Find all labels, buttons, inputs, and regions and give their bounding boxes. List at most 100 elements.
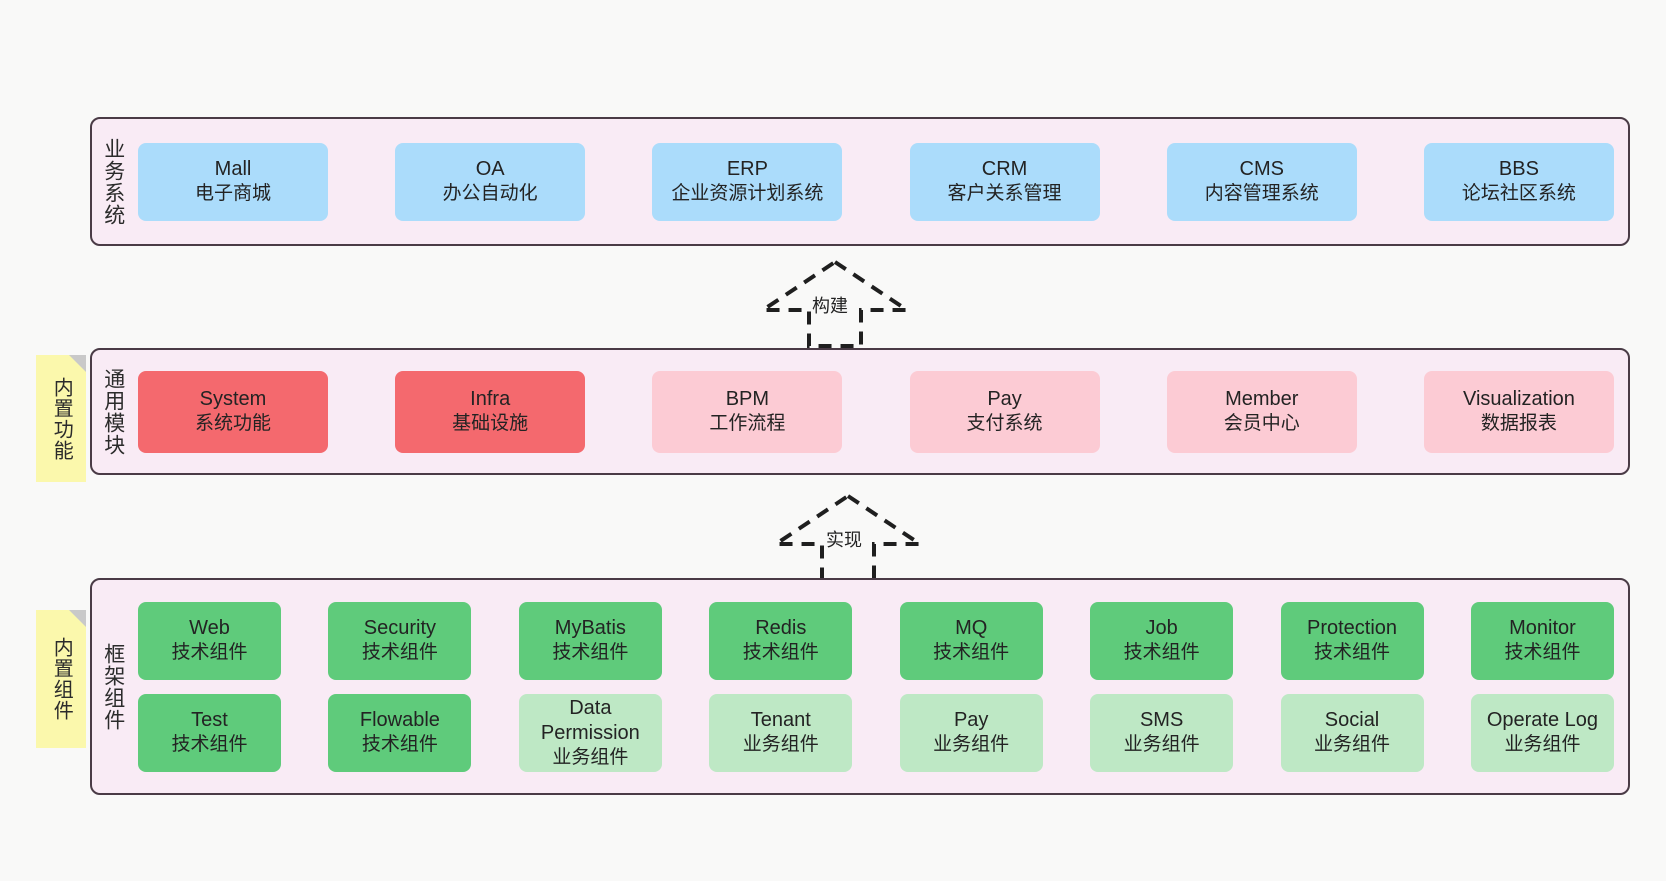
card-subtitle: 企业资源计划系统 — [671, 183, 824, 205]
card-subtitle: 数据报表 — [1480, 413, 1557, 435]
card-title: Tenant — [750, 709, 811, 732]
card-subtitle: 技术组件 — [1504, 642, 1581, 664]
card-subtitle: 工作流程 — [709, 413, 786, 435]
card-title: Visualization — [1462, 388, 1575, 411]
card-title: Infra — [470, 388, 511, 411]
card-row: System 系统功能 Infra 基础设施 BPM 工作流程 Pay 支付系统… — [138, 370, 1614, 453]
card-title: BPM — [725, 388, 770, 411]
card-subtitle: 论坛社区系统 — [1461, 183, 1576, 205]
layer-body-business-system: Mall 电子商城 OA 办公自动化 ERP 企业资源计划系统 CRM 客户关系… — [134, 119, 1628, 244]
card-subtitle: 技术组件 — [933, 642, 1010, 664]
layer-body-common-modules: System 系统功能 Infra 基础设施 BPM 工作流程 Pay 支付系统… — [134, 350, 1628, 473]
connector-implement-label: 实现 — [826, 530, 862, 550]
card-title: Member — [1225, 388, 1299, 411]
card-title: Web — [189, 617, 230, 640]
card-subtitle: 客户关系管理 — [947, 183, 1062, 205]
card-subtitle: 会员中心 — [1223, 413, 1300, 435]
card-row: Web 技术组件 Security 技术组件 MyBatis 技术组件 Redi… — [138, 601, 1614, 680]
card-title: System — [199, 388, 267, 411]
card-title: Monitor — [1509, 617, 1576, 640]
layer-common-modules: 通用模块 System 系统功能 Infra 基础设施 BPM 工作流程 Pay… — [90, 348, 1630, 475]
card-mall[interactable]: Mall 电子商城 — [138, 142, 328, 221]
card-test[interactable]: Test 技术组件 — [138, 693, 281, 772]
card-subtitle: 电子商城 — [194, 183, 271, 205]
card-subtitle: 技术组件 — [171, 642, 248, 664]
card-title: Test — [191, 709, 228, 732]
connector-build-label: 构建 — [812, 296, 848, 316]
card-system[interactable]: System 系统功能 — [138, 370, 328, 453]
layer-title-business-system: 业务系统 — [101, 137, 125, 226]
card-web[interactable]: Web 技术组件 — [138, 601, 281, 680]
card-title: SMS — [1139, 709, 1184, 732]
card-subtitle: 技术组件 — [171, 734, 248, 756]
layer-title-common-modules: 通用模块 — [101, 367, 125, 456]
card-bpm[interactable]: BPM 工作流程 — [652, 370, 843, 453]
card-title: ERP — [726, 158, 768, 181]
card-title: MQ — [955, 617, 988, 640]
card-title: Pay — [953, 709, 989, 732]
card-oa[interactable]: OA 办公自动化 — [395, 142, 586, 221]
card-member[interactable]: Member 会员中心 — [1166, 370, 1357, 453]
note-builtin-component: 内置组件 — [36, 610, 86, 748]
card-subtitle: 技术组件 — [361, 642, 438, 664]
layer-business-system: 业务系统 Mall 电子商城 OA 办公自动化 ERP 企业资源计划系统 CRM… — [90, 117, 1630, 246]
card-subtitle: 业务组件 — [1504, 734, 1581, 756]
card-infra[interactable]: Infra 基础设施 — [395, 370, 586, 453]
card-subtitle: 基础设施 — [452, 413, 529, 435]
layer-framework-components: 框架组件 Web 技术组件 Security 技术组件 MyBatis 技术组件… — [90, 578, 1630, 795]
layer-body-framework-components: Web 技术组件 Security 技术组件 MyBatis 技术组件 Redi… — [134, 580, 1628, 793]
card-tenant[interactable]: Tenant 业务组件 — [709, 693, 853, 772]
card-subtitle: 业务组件 — [742, 734, 819, 756]
card-title: CRM — [981, 158, 1028, 181]
card-title: Data Permission — [540, 696, 640, 744]
card-subtitle: 办公自动化 — [442, 183, 538, 205]
card-redis[interactable]: Redis 技术组件 — [709, 601, 853, 680]
card-row: Test 技术组件 Flowable 技术组件 Data Permission … — [138, 693, 1614, 772]
card-flowable[interactable]: Flowable 技术组件 — [328, 693, 472, 772]
card-subtitle: 技术组件 — [1123, 642, 1200, 664]
card-job[interactable]: Job 技术组件 — [1090, 601, 1234, 680]
card-subtitle: 技术组件 — [552, 642, 629, 664]
card-mybatis[interactable]: MyBatis 技术组件 — [518, 601, 662, 680]
card-title: Mall — [214, 158, 252, 181]
card-title: Operate Log — [1486, 709, 1599, 732]
card-bbs[interactable]: BBS 论坛社区系统 — [1423, 142, 1614, 221]
card-title: Social — [1324, 709, 1380, 732]
card-title: Protection — [1307, 617, 1398, 640]
card-social[interactable]: Social 业务组件 — [1280, 693, 1424, 772]
card-subtitle: 业务组件 — [1314, 734, 1391, 756]
card-sms[interactable]: SMS 业务组件 — [1090, 693, 1234, 772]
card-monitor[interactable]: Monitor 技术组件 — [1470, 601, 1614, 680]
card-title: Pay — [987, 388, 1022, 411]
card-security[interactable]: Security 技术组件 — [328, 601, 472, 680]
card-subtitle: 业务组件 — [933, 734, 1010, 756]
card-erp[interactable]: ERP 企业资源计划系统 — [652, 142, 843, 221]
card-title: MyBatis — [554, 617, 626, 640]
card-row: Mall 电子商城 OA 办公自动化 ERP 企业资源计划系统 CRM 客户关系… — [138, 142, 1614, 221]
card-title: CMS — [1239, 158, 1284, 181]
card-subtitle: 内容管理系统 — [1204, 183, 1319, 205]
card-title: OA — [475, 158, 505, 181]
card-subtitle: 业务组件 — [552, 746, 629, 768]
card-operate-log[interactable]: Operate Log 业务组件 — [1470, 693, 1614, 772]
card-pay[interactable]: Pay 支付系统 — [909, 370, 1100, 453]
card-visualization[interactable]: Visualization 数据报表 — [1423, 370, 1614, 453]
card-cms[interactable]: CMS 内容管理系统 — [1166, 142, 1357, 221]
card-title: Job — [1145, 617, 1178, 640]
card-title: Flowable — [359, 709, 440, 732]
card-title: BBS — [1498, 158, 1539, 181]
card-subtitle: 支付系统 — [966, 413, 1043, 435]
layer-title-framework-components: 框架组件 — [101, 642, 125, 731]
card-title: Security — [363, 617, 437, 640]
card-subtitle: 技术组件 — [742, 642, 819, 664]
card-protection[interactable]: Protection 技术组件 — [1280, 601, 1424, 680]
note-builtin-function: 内置功能 — [36, 355, 86, 482]
card-subtitle: 技术组件 — [361, 734, 438, 756]
card-pay-business[interactable]: Pay 业务组件 — [899, 693, 1043, 772]
card-title: Redis — [755, 617, 807, 640]
card-data-permission[interactable]: Data Permission 业务组件 — [518, 693, 662, 772]
card-crm[interactable]: CRM 客户关系管理 — [909, 142, 1100, 221]
note-label: 内置组件 — [50, 637, 73, 721]
card-mq[interactable]: MQ 技术组件 — [899, 601, 1043, 680]
